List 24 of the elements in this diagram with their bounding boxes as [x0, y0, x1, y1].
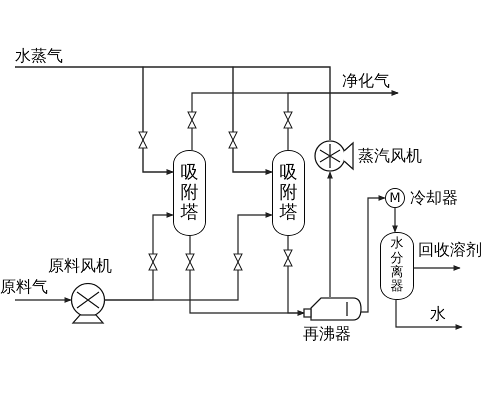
equipment-label: 蒸汽风机: [358, 148, 422, 164]
pipe-line: [287, 90, 399, 150]
pipe-line: [287, 236, 305, 316]
pipe-line: [395, 300, 463, 330]
adsorption-column: 吸附塔: [272, 150, 305, 236]
stream-label: 净化气: [342, 73, 398, 93]
cooler-symbol: M: [385, 188, 405, 208]
pipe-line: [105, 212, 273, 301]
equipment-label: 原料风机: [48, 258, 112, 274]
equipment-label: 再沸器: [303, 326, 351, 342]
stream-label: 水蒸气: [15, 48, 71, 67]
pipe-line: [392, 208, 398, 233]
pipe-line: [142, 66, 331, 175]
pipe-line: [414, 265, 461, 271]
stream-label: 水: [430, 306, 462, 327]
equipment-label: 冷却器: [410, 190, 458, 206]
adsorption-column: 吸附塔: [173, 150, 206, 236]
feed-fan-symbol: [70, 282, 106, 324]
stream-label: 回收溶剂: [418, 242, 498, 268]
steam-fan-symbol: [314, 140, 354, 172]
pipe-line: [327, 171, 333, 297]
pipe-line: [15, 297, 72, 303]
stream-label: 原料气: [0, 279, 56, 300]
water-separator: 水分离器: [380, 232, 414, 300]
